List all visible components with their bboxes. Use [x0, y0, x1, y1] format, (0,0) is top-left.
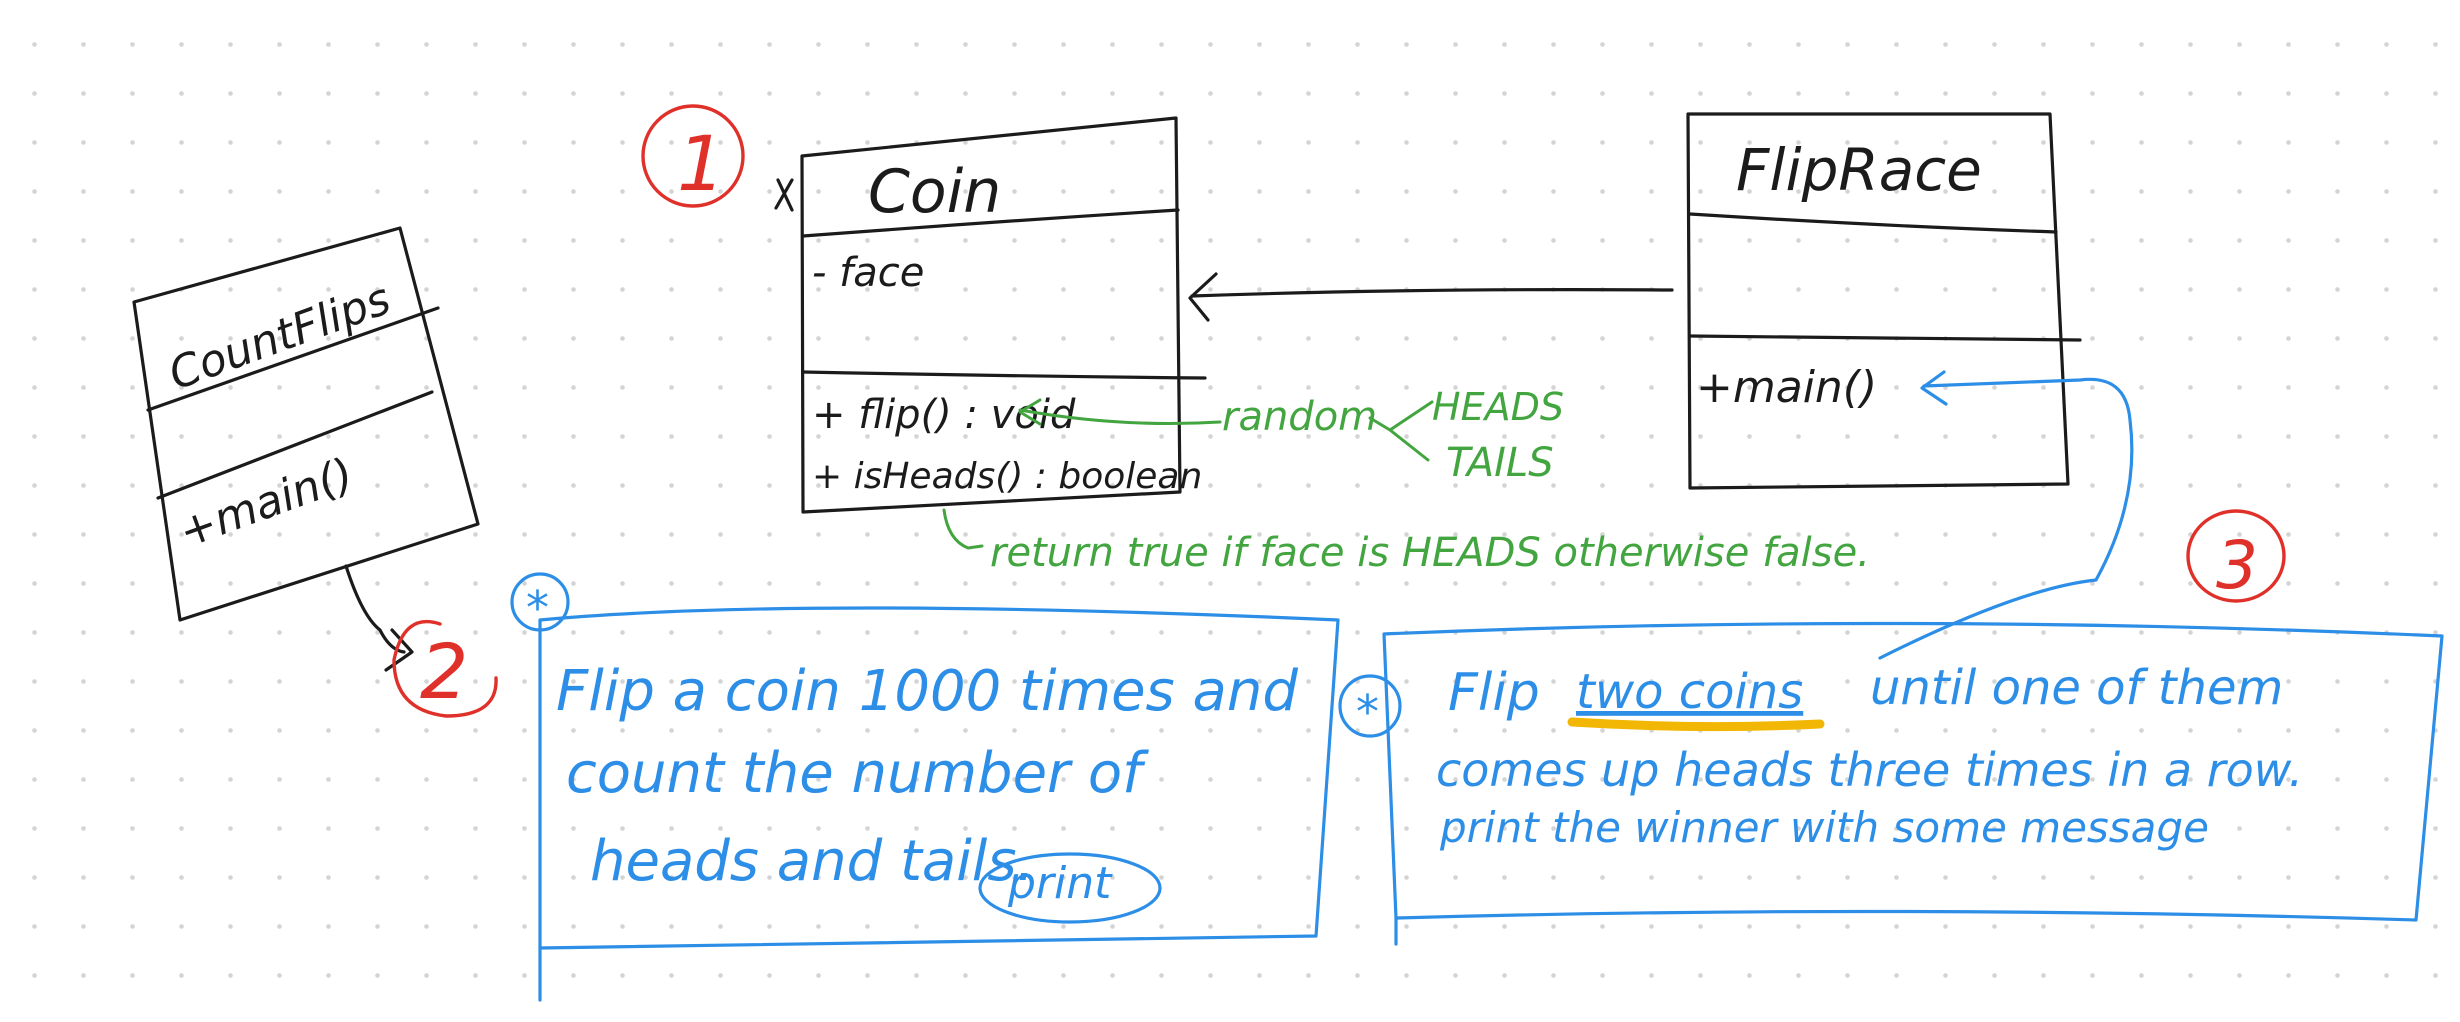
task3-to-fliprace-main-arrow — [1878, 370, 2134, 660]
fliprace-method-main: +main() — [1696, 362, 1877, 413]
task-two-line-2: count the number of — [566, 741, 1149, 806]
svg-text:3: 3 — [2216, 527, 2258, 604]
countflips-class-name: CountFlips — [162, 273, 397, 400]
task-three-line-1-underlined: two coins — [1576, 664, 1803, 720]
coin-class-name: Coin — [868, 157, 1001, 227]
coin-attribute-face: - face — [812, 250, 924, 296]
svg-text:2: 2 — [420, 627, 468, 716]
task-three-star-bullet: * — [1338, 674, 1402, 739]
svg-text:*: * — [1356, 685, 1379, 739]
fliprace-class-name: FlipRace — [1736, 136, 1982, 204]
task-three-line-1-pre: Flip — [1448, 663, 1540, 723]
marker-two: 2 — [392, 619, 498, 718]
marker-one: 1 — [641, 104, 745, 208]
task-two-line-3: heads and tails. — [590, 829, 1034, 894]
fliprace-to-coin-arrow — [1188, 272, 1674, 322]
countflips-class-box: CountFlips +main() — [132, 226, 480, 622]
two-coins-highlight — [1567, 717, 1825, 732]
task-three-line-3: print the winner with some message — [1439, 803, 2209, 852]
coin-method-isheads: + isHeads() : boolean — [812, 456, 1202, 497]
return-note-text: return true if face is HEADS otherwise f… — [990, 530, 1870, 576]
abstract-star-mark — [774, 178, 794, 212]
coin-method-flip: + flip() : void — [812, 392, 1076, 438]
print-circle — [978, 852, 1162, 924]
task-three-line-1-post: until one of them — [1870, 660, 2283, 716]
countflips-method-main: +main() — [172, 448, 360, 558]
tails-label: TAILS — [1446, 440, 1554, 486]
fliprace-class-box: FlipRace +main() — [1686, 112, 2082, 490]
task-three-line-2: comes up heads three times in a row. — [1436, 743, 2303, 797]
random-label: random — [1222, 394, 1377, 440]
marker-three: 3 — [2186, 509, 2286, 604]
task-three-box: * Flip two coins until one of them comes… — [1338, 621, 2444, 946]
isheads-return-note: return true if face is HEADS otherwise f… — [942, 508, 1870, 576]
print-circled-word: print — [1007, 858, 1113, 909]
svg-text:1: 1 — [677, 119, 725, 208]
task-two-box: * Flip a coin 1000 times and count the n… — [510, 572, 1340, 1002]
heads-label: HEADS — [1432, 385, 1564, 429]
svg-text:*: * — [526, 581, 549, 635]
task-two-line-1: Flip a coin 1000 times and — [556, 659, 1298, 724]
coin-class-box: Coin - face + flip() : void + isHeads() … — [774, 116, 1207, 514]
countflips-to-task2-arrow — [344, 564, 414, 672]
flip-random-note: random HEADS TAILS — [1018, 385, 1564, 486]
task-two-star-bullet: * — [510, 572, 570, 635]
